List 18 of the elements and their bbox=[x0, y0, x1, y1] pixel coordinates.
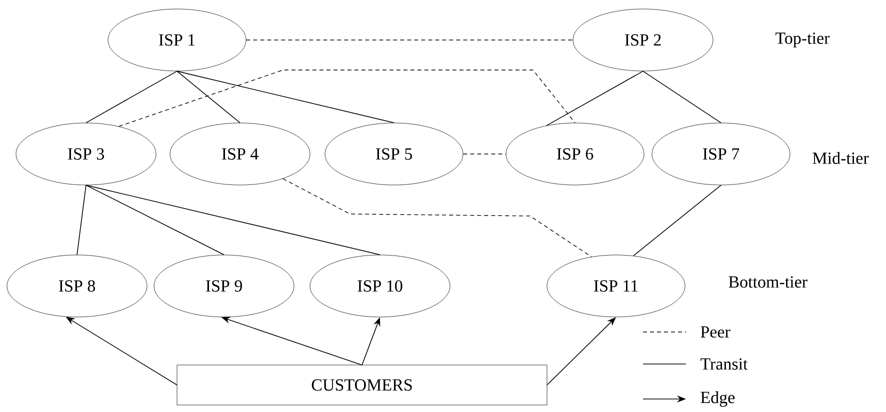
legend-label: Transit bbox=[700, 358, 748, 370]
transit-link bbox=[633, 184, 722, 256]
tier-label: Top-tier bbox=[776, 32, 830, 48]
transit-link bbox=[76, 184, 86, 256]
legend-label: Peer bbox=[700, 326, 730, 338]
transit-link bbox=[176, 70, 394, 124]
transit-link bbox=[176, 70, 240, 124]
transit-link bbox=[86, 184, 380, 256]
transit-link bbox=[86, 70, 178, 124]
customers-box: CUSTOMERS bbox=[176, 364, 548, 406]
transit-link bbox=[86, 184, 224, 256]
legend-label: Edge bbox=[700, 391, 735, 407]
tier-label: Mid-tier bbox=[812, 152, 869, 164]
transit-link bbox=[642, 70, 722, 124]
peer-link bbox=[118, 70, 576, 127]
tier-label: Bottom-tier bbox=[728, 276, 808, 288]
peer-link bbox=[282, 178, 592, 258]
transit-link bbox=[546, 70, 644, 126]
